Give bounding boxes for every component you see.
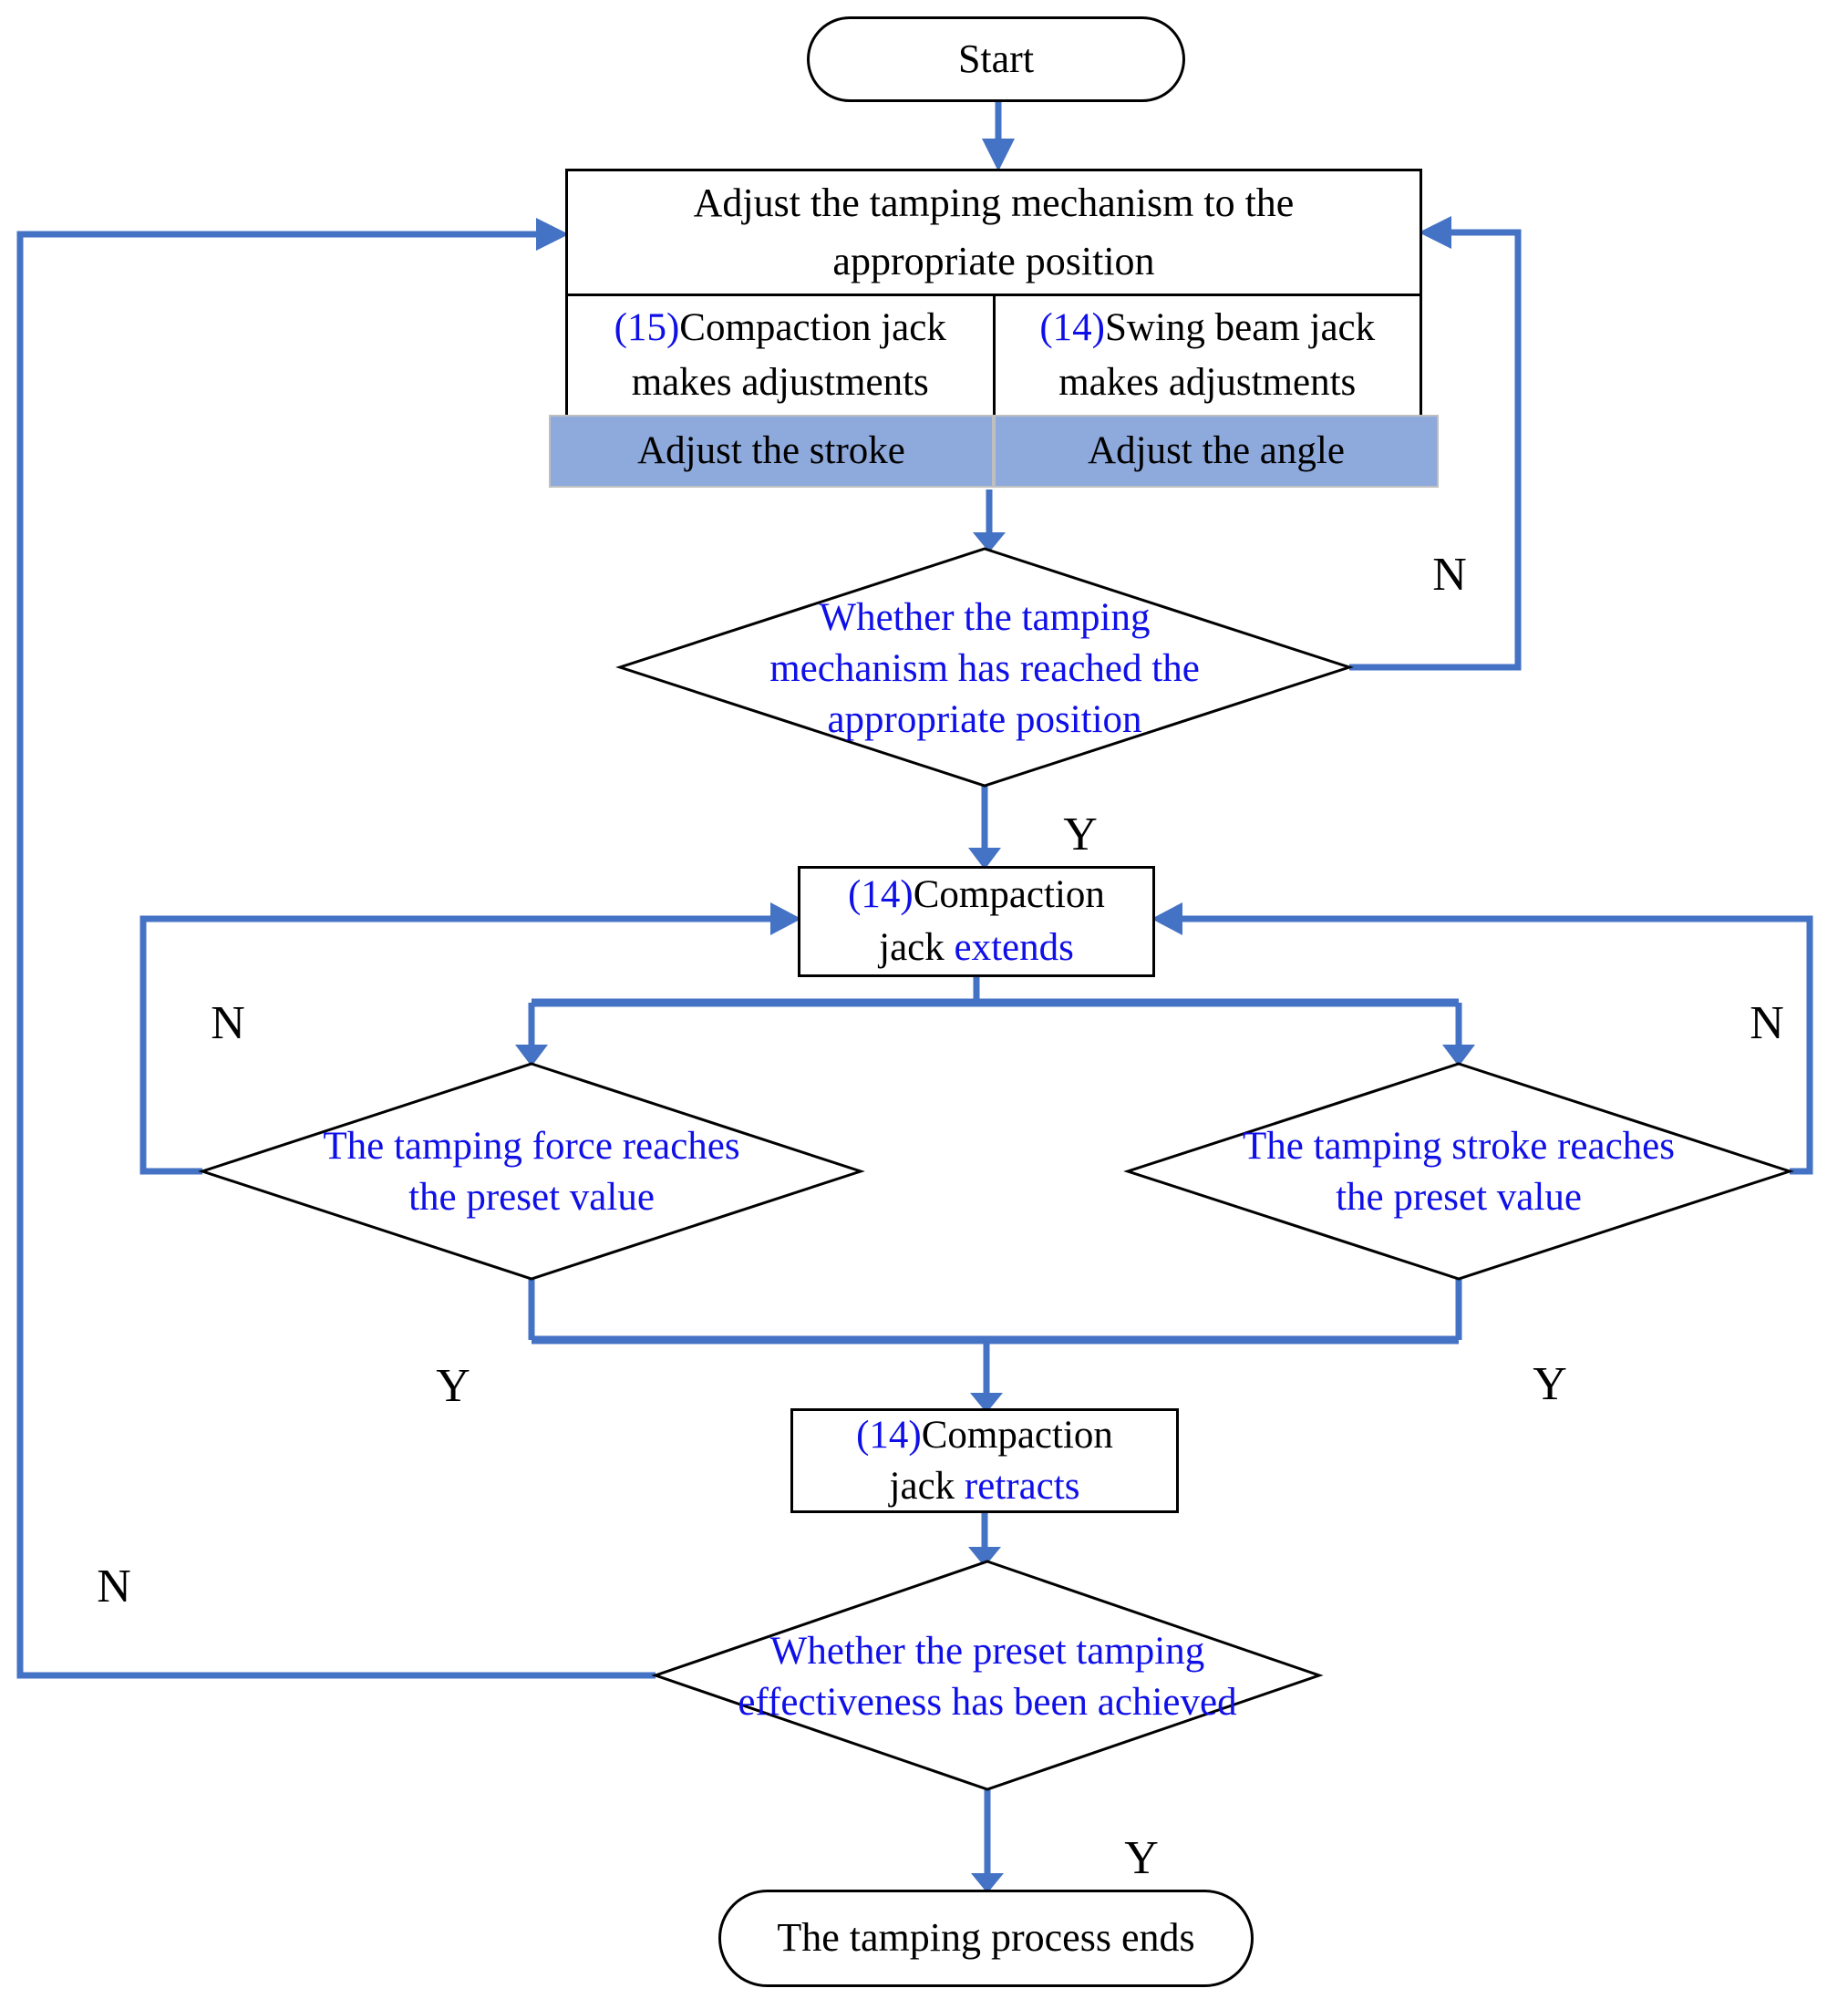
- adjust-mechanism-box: Adjust the tamping mechanism to the appr…: [565, 169, 1422, 415]
- compaction-jack-cell-num: (15): [614, 306, 680, 349]
- arrowhead-into-force-decision: [515, 1045, 548, 1066]
- connector-force-n-loop: [139, 915, 770, 1175]
- decision-effect-line1: Whether the preset tamping: [769, 1630, 1205, 1673]
- compaction-jack-cell-text: Compaction jack makes adjustments: [631, 306, 946, 404]
- arrowhead-into-retract: [970, 1393, 1003, 1413]
- adjust-stroke-cell: Adjust the stroke: [551, 417, 996, 486]
- extend-box-text: Compaction jack: [879, 873, 1105, 969]
- decision-force-line1: The tamping force reaches: [323, 1125, 740, 1168]
- decision-stroke-text: The tamping stroke reaches the preset va…: [1203, 1121, 1714, 1223]
- adjust-actions-row: Adjust the stroke Adjust the angle: [549, 415, 1439, 488]
- decision-position-line3: appropriate position: [827, 698, 1142, 741]
- arrowhead-into-extend-top: [968, 848, 1001, 870]
- decision-position-text: Whether the tamping mechanism has reache…: [675, 592, 1295, 746]
- arrowhead-into-effect-decision: [968, 1547, 1001, 1567]
- decision-effect-text: Whether the preset tamping effectiveness…: [687, 1626, 1288, 1728]
- extend-box-num: (14): [848, 873, 914, 916]
- swing-beam-jack-cell: (14)Swing beam jack makes adjustments: [996, 296, 1420, 415]
- decision-force-text: The tamping force reaches the preset val…: [276, 1121, 787, 1223]
- arrowhead-into-position-decision: [973, 532, 1006, 552]
- swing-beam-jack-cell-text: Swing beam jack makes adjustments: [1058, 306, 1376, 404]
- adjust-angle-label: Adjust the angle: [1088, 428, 1345, 472]
- extend-box-verb: extends: [954, 926, 1074, 969]
- decision-stroke-diamond: [1123, 1062, 1794, 1281]
- start-label: Start: [957, 36, 1035, 81]
- decision-stroke-line1: The tamping stroke reaches: [1242, 1125, 1675, 1168]
- end-label: The tamping process ends: [777, 1915, 1195, 1961]
- adjust-box-cells: (15)Compaction jack makes adjustments (1…: [568, 296, 1420, 415]
- arrowhead-into-end: [971, 1873, 1004, 1893]
- branch-label-n-far-left: N: [97, 1561, 131, 1612]
- decision-effect-diamond: [651, 1560, 1324, 1791]
- branch-label-y-after-position: Y: [1063, 809, 1098, 860]
- adjust-title-line1: Adjust the tamping mechanism to the: [693, 180, 1295, 225]
- decision-position-line1: Whether the tamping: [819, 596, 1151, 639]
- branch-label-y-bottom: Y: [1124, 1832, 1159, 1884]
- connector-position-n-loop: [1349, 229, 1522, 671]
- adjust-title-line2: appropriate position: [832, 239, 1155, 283]
- branch-label-n-left: N: [211, 997, 245, 1049]
- end-terminator: The tamping process ends: [718, 1890, 1254, 1987]
- decision-position-line2: mechanism has reached the: [769, 647, 1200, 690]
- start-terminator: Start: [807, 16, 1185, 102]
- swing-beam-jack-cell-num: (14): [1039, 306, 1105, 349]
- arrowhead-into-extend-right: [1151, 902, 1182, 935]
- decision-force-line2: the preset value: [408, 1176, 655, 1219]
- arrowhead-into-stroke-decision: [1442, 1045, 1475, 1066]
- connector-stroke-n-loop: [1182, 915, 1813, 1175]
- arrowhead-into-adjust-top: [982, 139, 1015, 171]
- branch-label-y-right: Y: [1533, 1358, 1567, 1410]
- connector-effect-n-loop: [16, 231, 656, 1679]
- adjust-box-title: Adjust the tamping mechanism to the appr…: [568, 171, 1420, 296]
- decision-stroke-line2: the preset value: [1336, 1176, 1582, 1219]
- decision-position-diamond: [615, 547, 1354, 788]
- retract-box-text: Compaction jack: [889, 1413, 1113, 1508]
- compaction-jack-extends-box: (14)Compaction jack extends: [798, 866, 1155, 977]
- arrowhead-into-extend-left: [770, 902, 801, 935]
- compaction-jack-cell: (15)Compaction jack makes adjustments: [568, 296, 996, 415]
- branch-label-y-left: Y: [436, 1360, 470, 1412]
- compaction-jack-retracts-box: (14)Compaction jack retracts: [790, 1408, 1179, 1513]
- branch-label-n-right: N: [1750, 997, 1784, 1049]
- arrowhead-into-adjust-left: [536, 218, 569, 251]
- decision-effect-line2: effectiveness has been achieved: [738, 1681, 1237, 1724]
- arrowhead-into-adjust-right: [1419, 216, 1451, 249]
- retract-box-num: (14): [856, 1413, 922, 1457]
- retract-box-verb: retracts: [964, 1464, 1080, 1508]
- adjust-angle-cell: Adjust the angle: [996, 417, 1437, 486]
- adjust-stroke-label: Adjust the stroke: [637, 428, 905, 472]
- decision-force-diamond: [198, 1062, 865, 1281]
- branch-label-n-top-right: N: [1432, 549, 1467, 601]
